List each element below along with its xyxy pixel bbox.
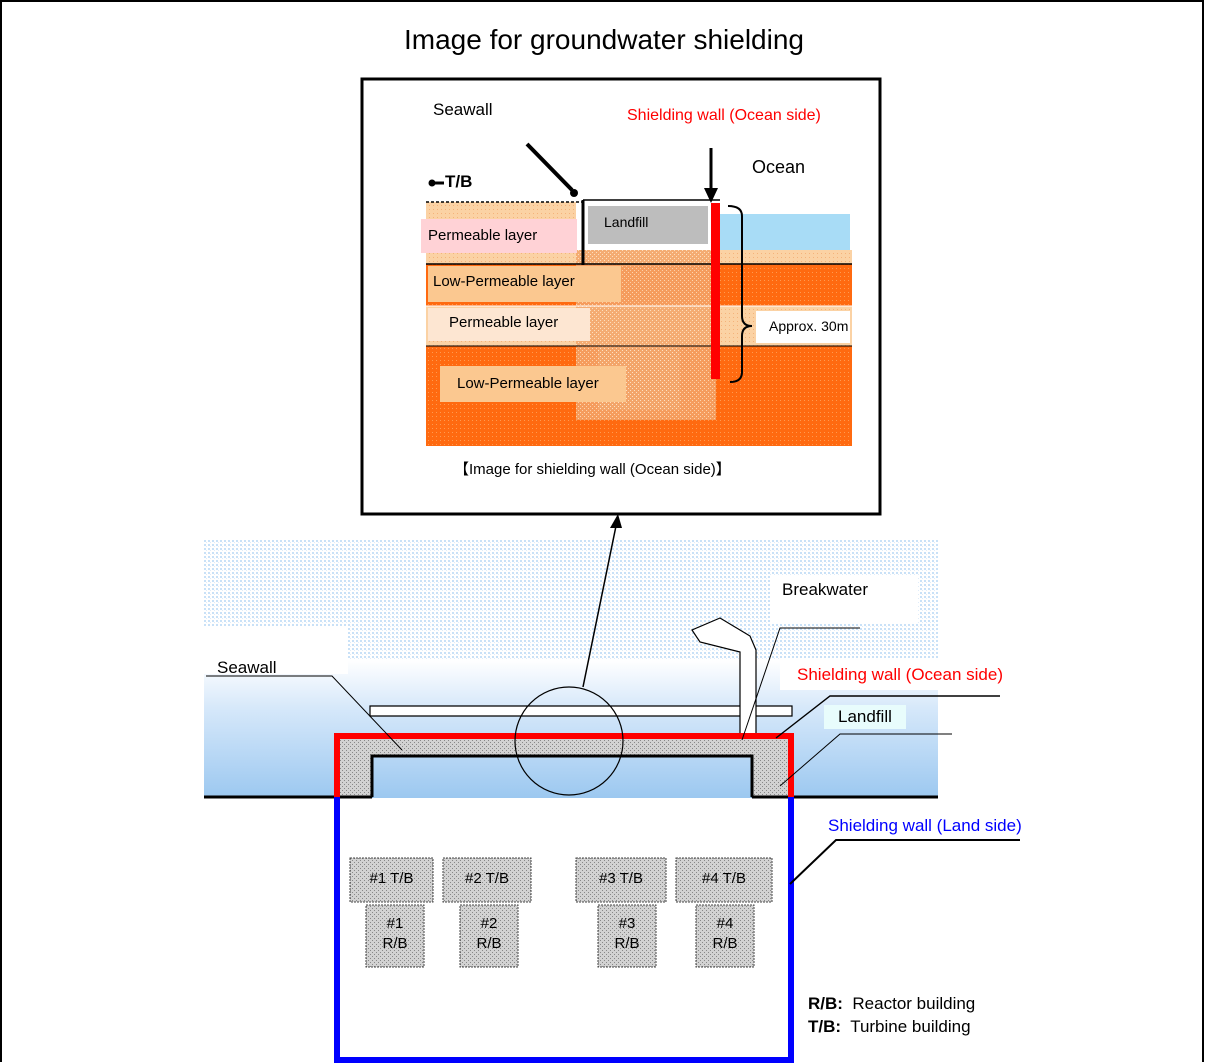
inset-seawall-pointer — [525, 142, 574, 192]
layer-label-4: Low-Permeable layer — [457, 375, 599, 392]
breakwater-leader — [741, 627, 860, 741]
landfill-label: Landfill — [824, 705, 906, 729]
land-wall-leader — [789, 839, 1020, 885]
ocean-label: Ocean — [752, 157, 806, 177]
legend-rb-text: Reactor building — [852, 994, 976, 1013]
land-wall-label: Shielding wall (Land side) — [828, 816, 1022, 835]
depth-brace — [727, 205, 753, 383]
ocean-side-shielding-wall — [334, 733, 794, 797]
seawall-line — [370, 754, 754, 797]
inset-landfill-label: Landfill — [604, 214, 649, 230]
layer-label-3: Permeable layer — [449, 314, 559, 331]
ocean-wall-label: Shielding wall (Ocean side) — [797, 665, 1003, 684]
turbine-buildings — [349, 857, 773, 903]
tb-marker-label: T/B — [445, 172, 473, 191]
reactor-buildings — [365, 904, 755, 968]
landfill-leader — [779, 733, 952, 787]
breakwater-horizontal — [369, 705, 793, 717]
legend-tb-abbr: T/B: — [808, 1017, 842, 1036]
legend-tb-text: Turbine building — [850, 1017, 971, 1036]
breakwater-label: Breakwater — [782, 580, 868, 599]
figure-title: Image for groundwater shielding — [403, 24, 804, 55]
legend-rb-abbr: R/B: — [808, 994, 843, 1013]
inset-landfill-box — [588, 206, 708, 244]
layer-label-1: Permeable layer — [428, 227, 538, 244]
inset-shielding-wall — [711, 203, 720, 379]
seawall-leader — [206, 675, 403, 751]
breakwater-arm — [691, 617, 757, 737]
inset-caption: 【Image for shielding wall (Ocean side)】 — [454, 461, 731, 478]
tb1-label: #1 T/B — [369, 870, 414, 887]
zoom-circle — [514, 686, 624, 796]
land-side-shielding-wall — [334, 797, 794, 1063]
legend-rb: R/B: Reactor building — [808, 994, 975, 1014]
zoom-arrow — [582, 525, 617, 688]
ocean-wall-leader — [775, 695, 1000, 739]
depth-label: Approx. 30m — [769, 318, 849, 334]
inset-seawall-label: Seawall — [433, 100, 493, 119]
inset-shielding-wall-label: Shielding wall (Ocean side) — [627, 107, 821, 124]
legend-tb: T/B: Turbine building — [808, 1017, 971, 1037]
seawall-label: Seawall — [217, 658, 277, 677]
ocean-water — [720, 214, 850, 250]
layer-label-2: Low-Permeable layer — [433, 273, 575, 290]
tb2-label: #2 T/B — [465, 870, 509, 887]
tb3-label: #3 T/B — [599, 870, 643, 887]
tb4-label: #4 T/B — [702, 870, 746, 887]
